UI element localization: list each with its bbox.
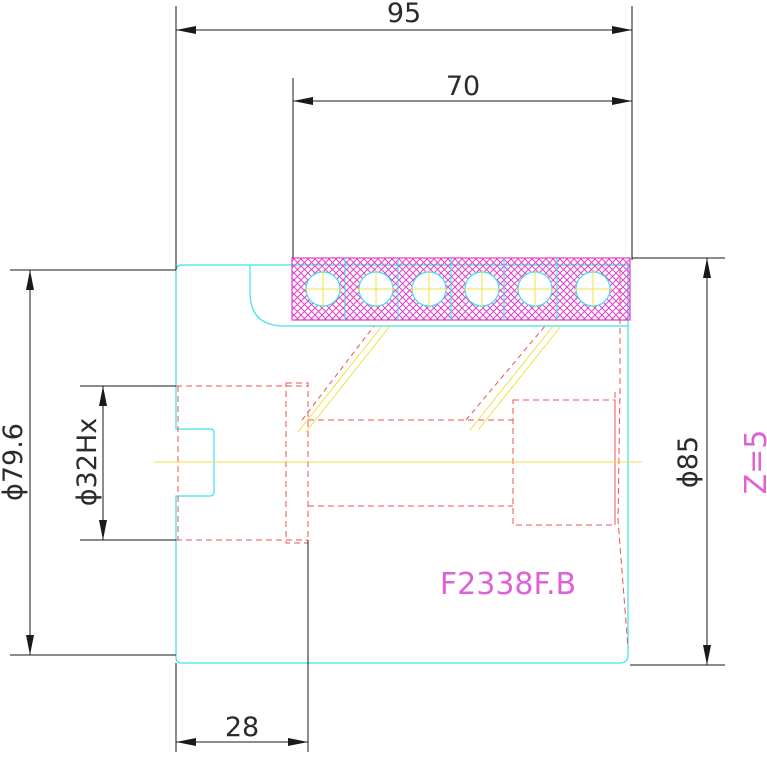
dim-top-width: 70 [446,71,480,102]
tooth-count-label: Z=5 [739,430,767,495]
part-outline [175,264,629,664]
dimension-lines [10,6,725,752]
ball [410,270,448,308]
dim-overall-width: 95 [387,0,421,29]
dim-outer-diameter-left: ϕ79.6 [0,423,29,501]
dim-bore-diameter: ϕ32Hx [72,418,103,506]
part-code-label: F2338F.B [440,567,576,602]
centerlines [154,325,642,463]
dim-bottom-width: 28 [225,712,259,743]
ball [463,270,501,308]
ball [574,270,612,308]
ball-cage [291,257,631,321]
ball [516,270,554,308]
ball [357,270,395,308]
dim-outer-diameter-right: ϕ85 [673,436,704,488]
arrowheads [26,26,711,746]
ball [304,270,342,308]
